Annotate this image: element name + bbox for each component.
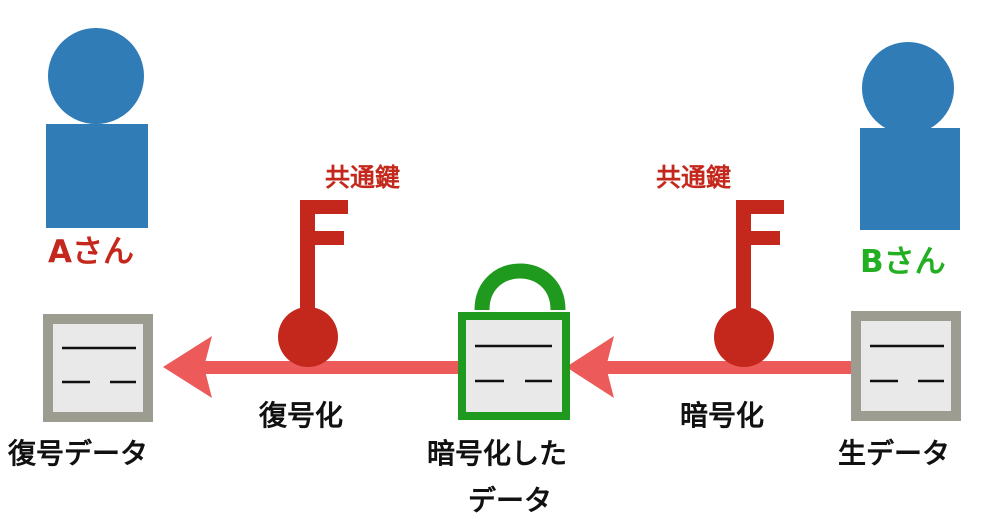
encrypted-data-label-line1: 暗号化した [427,437,567,470]
key-right-icon [714,200,784,367]
decrypt-label: 復号化 [258,399,343,432]
key-left-icon [278,200,348,367]
person-a: Aさん [46,28,148,270]
arrow-encrypt-shaft [600,361,858,374]
arrow-encrypt [566,336,858,398]
raw-data-label: 生データ [838,437,950,470]
decrypted-data-label: 復号データ [7,437,148,470]
person-b-label: Bさん [860,244,946,280]
arrow-decrypt-shaft [200,361,460,374]
person-a-label: Aさん [48,234,134,270]
key-right-label: 共通鍵 [656,163,731,192]
person-b-body [860,128,960,230]
document-raw-icon [851,311,961,421]
arrow-decrypt [163,336,460,398]
arrow-decrypt-head [163,336,212,398]
arrow-encrypt-head [566,336,614,398]
document-encrypted-icon [458,263,570,420]
person-a-body [46,124,148,228]
lock-shackle [474,263,566,311]
key-left-label: 共通鍵 [325,163,400,192]
document-decrypted-icon [43,314,153,422]
encrypt-label: 暗号化 [680,399,764,432]
encrypted-data-label-line2: データ [468,484,552,517]
person-b: Bさん [860,42,960,280]
person-b-head [862,42,954,134]
person-a-head [48,28,144,124]
